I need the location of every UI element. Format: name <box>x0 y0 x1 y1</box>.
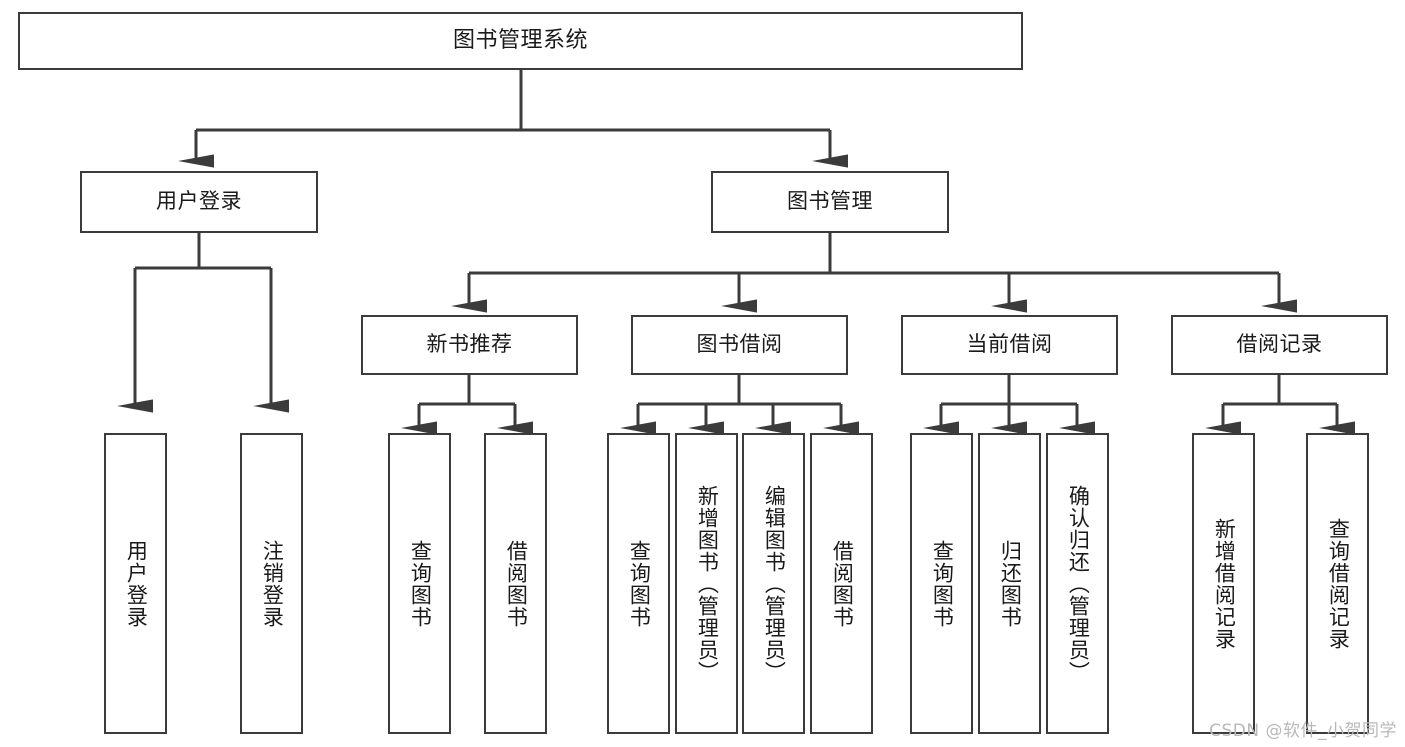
node-label: 用户登录 <box>156 189 242 214</box>
node-label: 注销登录 <box>260 539 285 628</box>
node-label: 新书推荐 <box>426 332 513 357</box>
node-leaf-return-book[interactable]: 归还图书 <box>978 433 1041 734</box>
node-leaf-query-borrow-record[interactable]: 查询借阅记录 <box>1306 433 1369 734</box>
node-leaf-confirm-return-admin[interactable]: 确认归还（管理员） <box>1046 433 1109 734</box>
node-label: 用户登录 <box>124 539 149 628</box>
node-label: 借阅图书 <box>504 539 529 628</box>
node-leaf-borrow-book[interactable]: 借阅图书 <box>810 433 873 734</box>
node-leaf-query-book-recommend[interactable]: 查询图书 <box>388 433 451 734</box>
node-leaf-logout[interactable]: 注销登录 <box>240 433 303 734</box>
node-root-book-management-system[interactable]: 图书管理系统 <box>18 12 1023 70</box>
node-label: 归还图书 <box>998 539 1023 628</box>
node-label: 查询图书 <box>627 539 652 628</box>
node-label: 查询图书 <box>408 539 433 628</box>
node-user-login[interactable]: 用户登录 <box>80 171 318 233</box>
node-label: 图书管理 <box>787 189 873 214</box>
node-label: 图书管理系统 <box>452 27 588 53</box>
watermark-csdn: CSDN @软件_小贺同学 <box>1209 721 1397 741</box>
node-book-management[interactable]: 图书管理 <box>711 171 949 233</box>
node-label: 借阅记录 <box>1236 332 1323 357</box>
node-label: 当前借阅 <box>966 332 1053 357</box>
node-label: 查询图书 <box>930 539 955 628</box>
node-label: 借阅图书 <box>830 539 855 628</box>
node-leaf-add-borrow-record[interactable]: 新增借阅记录 <box>1192 433 1255 734</box>
node-leaf-query-book-borrow[interactable]: 查询图书 <box>607 433 670 734</box>
node-new-book-recommend[interactable]: 新书推荐 <box>361 315 578 375</box>
node-leaf-edit-book-admin[interactable]: 编辑图书（管理员） <box>742 433 805 734</box>
node-borrow-record[interactable]: 借阅记录 <box>1171 315 1388 375</box>
node-label: 编辑图书（管理员） <box>762 484 787 683</box>
node-leaf-add-book-admin[interactable]: 新增图书（管理员） <box>675 433 738 734</box>
node-book-borrow[interactable]: 图书借阅 <box>631 315 848 375</box>
node-label: 确认归还（管理员） <box>1066 484 1091 683</box>
node-label: 图书借阅 <box>696 332 783 357</box>
node-leaf-user-login[interactable]: 用户登录 <box>104 433 167 734</box>
node-current-borrow[interactable]: 当前借阅 <box>901 315 1118 375</box>
node-label: 新增图书（管理员） <box>695 484 720 683</box>
node-leaf-borrow-book-recommend[interactable]: 借阅图书 <box>484 433 547 734</box>
node-label: 新增借阅记录 <box>1212 517 1237 650</box>
node-label: 查询借阅记录 <box>1326 517 1351 650</box>
node-leaf-query-book-current[interactable]: 查询图书 <box>910 433 973 734</box>
